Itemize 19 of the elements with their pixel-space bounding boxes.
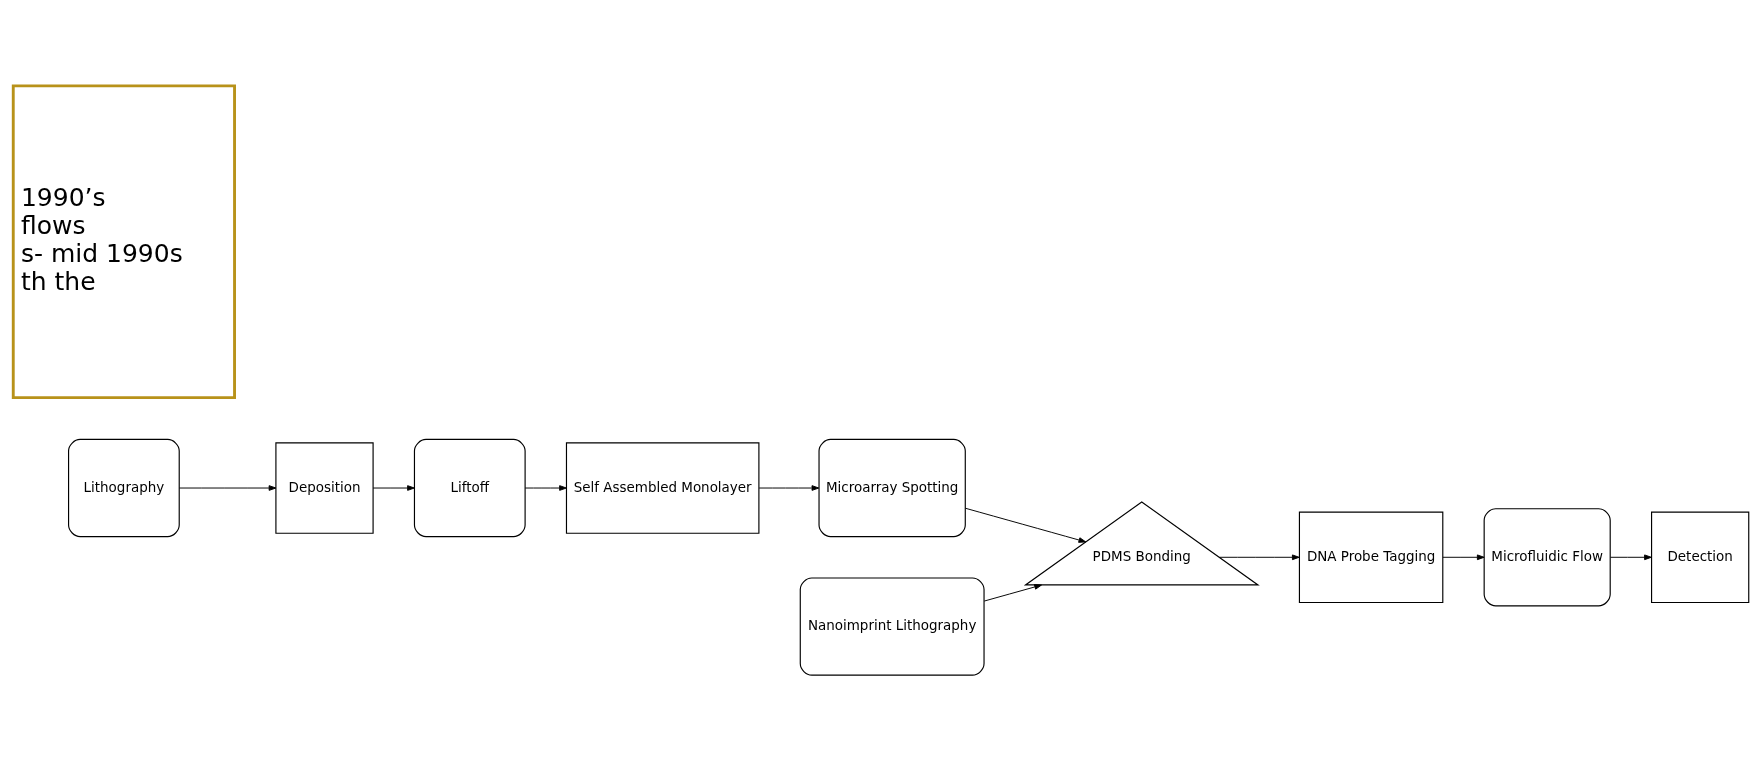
arrow: [964, 507, 1087, 543]
node-box: Self Assembled Monolayer: [565, 442, 760, 534]
node-box: Microarray Spotting: [818, 438, 966, 538]
arrow: [178, 485, 277, 491]
arrow: [524, 485, 567, 491]
node-box: Microfluidic Flow: [1483, 508, 1611, 607]
arrow: [758, 485, 820, 491]
node-box: DNA Probe Tagging: [1298, 511, 1444, 604]
node-box: Nanoimprint Lithography: [799, 577, 985, 676]
arrow: [372, 485, 415, 491]
node-box: Detection: [1651, 511, 1750, 604]
node-box: 1990’s flows s- mid 1990s th the: [11, 84, 236, 400]
arrow: [1218, 554, 1300, 561]
node-box: Lithography: [68, 438, 180, 538]
node-box: Liftoff: [413, 438, 526, 538]
arrow: [1442, 554, 1485, 561]
arrow: [1610, 554, 1652, 561]
arrow: [983, 584, 1042, 602]
node-box: Deposition: [275, 442, 374, 534]
